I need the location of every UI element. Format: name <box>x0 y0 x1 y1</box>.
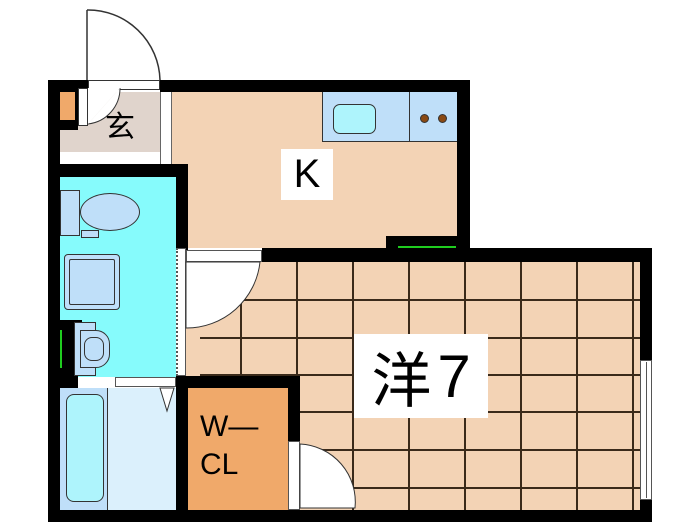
kitchen-sink <box>333 104 376 134</box>
wall-closet-top <box>176 376 300 388</box>
wall-left <box>48 80 60 522</box>
wall-right-kitchen <box>457 80 470 250</box>
western-room-window-sash <box>646 362 647 498</box>
toilet-tank <box>60 190 80 236</box>
entrance-step <box>160 92 172 164</box>
walk-in-closet-label: W— CL <box>200 408 280 488</box>
washing-machine-pan-inner <box>69 259 115 305</box>
toilet-bowl <box>80 193 140 231</box>
stove-burner-icon <box>420 114 429 123</box>
wall-top-western <box>262 248 652 262</box>
western-room-label-kanji: 洋 <box>371 347 432 415</box>
walk-in-closet-label-line2: CL <box>200 448 239 481</box>
wall-closet-right <box>288 376 300 441</box>
bathroom-door[interactable] <box>115 377 176 387</box>
walk-in-closet-label-line1: W— <box>200 410 259 443</box>
entrance-label: 玄 <box>105 111 135 144</box>
wall-bath-top <box>48 376 78 388</box>
wall-entrance-bottom <box>48 164 188 177</box>
stove-divider <box>409 92 410 142</box>
walk-in-closet-floor <box>186 388 288 510</box>
shoe-cabinet <box>60 92 75 120</box>
wash-basin <box>80 330 110 368</box>
stove-burner-icon <box>438 114 447 123</box>
entrance-inner-door[interactable] <box>78 88 88 126</box>
wall-toilet-right <box>176 164 188 250</box>
entrance-door-frame[interactable] <box>88 80 160 90</box>
wall-bottom <box>48 510 652 522</box>
toilet-window <box>60 330 62 368</box>
wall-bath-right <box>176 376 188 522</box>
kitchen-label: K <box>281 149 333 200</box>
washing-machine-pan <box>64 254 120 310</box>
toilet-paper <box>81 230 99 238</box>
wall-right <box>640 248 652 360</box>
western-room-label-size: 7 <box>437 342 471 410</box>
bathtub-basin <box>66 394 104 502</box>
wash-basin-bowl <box>84 337 104 361</box>
wall-top-kitchen <box>160 80 470 92</box>
kitchen-window <box>398 246 456 248</box>
